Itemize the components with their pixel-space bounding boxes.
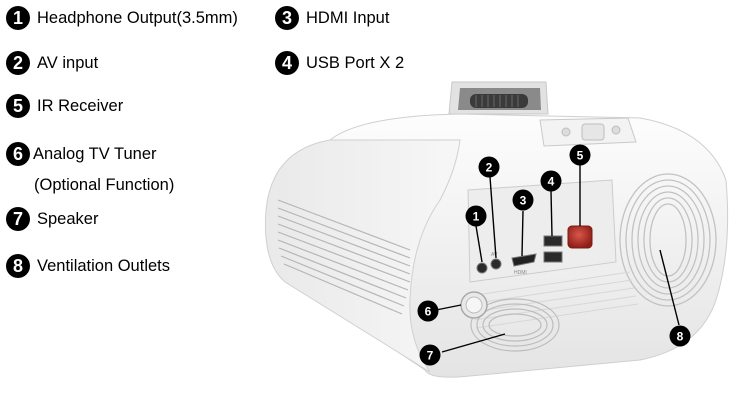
legend-label: HDMI Input bbox=[306, 9, 390, 27]
legend-item-tv-tuner: 6 Analog TV Tuner bbox=[6, 142, 157, 166]
legend-label: Speaker bbox=[37, 210, 99, 228]
speaker-grille bbox=[470, 298, 560, 352]
callout-2: 2 bbox=[478, 156, 500, 178]
number-badge: 8 bbox=[6, 254, 30, 278]
lens-housing bbox=[448, 81, 549, 115]
number-badge: 7 bbox=[6, 207, 30, 231]
number-badge: 5 bbox=[6, 94, 30, 118]
callout-number: 8 bbox=[677, 330, 684, 344]
legend-item-usb: 4 USB Port X 2 bbox=[275, 51, 404, 75]
callout-1: 1 bbox=[465, 205, 487, 227]
hdmi-port bbox=[511, 253, 537, 267]
number-badge: 1 bbox=[6, 6, 30, 30]
number-badge: 2 bbox=[6, 51, 30, 75]
callout-number: 6 bbox=[425, 305, 432, 319]
headphone-jack bbox=[476, 262, 488, 274]
callout-5: 5 bbox=[569, 144, 591, 166]
number-badge: 3 bbox=[275, 6, 299, 30]
legend-label: USB Port X 2 bbox=[306, 54, 405, 72]
legend-label: Analog TV Tuner bbox=[33, 145, 157, 163]
ir-receiver-window bbox=[567, 225, 593, 249]
side-vents bbox=[277, 199, 411, 315]
usb-port bbox=[543, 235, 563, 247]
legend-item-hdmi: 3 HDMI Input bbox=[275, 6, 389, 30]
rear-vent-grille bbox=[619, 173, 717, 307]
number-badge: 6 bbox=[6, 142, 30, 166]
usb-port bbox=[543, 251, 563, 263]
legend-item-speaker: 7 Speaker bbox=[6, 207, 98, 231]
callout-lines bbox=[435, 165, 680, 353]
callout-number: 4 bbox=[548, 175, 555, 189]
callout-8: 8 bbox=[669, 325, 691, 347]
control-pad bbox=[539, 117, 637, 147]
callout-number: 5 bbox=[577, 149, 584, 163]
legend-label: IR Receiver bbox=[37, 97, 124, 115]
port-panel: AV HDMI bbox=[467, 179, 617, 283]
tv-tuner-knob bbox=[460, 291, 488, 319]
callout-3: 3 bbox=[512, 189, 534, 211]
legend-label: AV input bbox=[37, 54, 99, 72]
legend-label: Ventilation Outlets bbox=[37, 257, 170, 275]
av-port-label: AV bbox=[491, 252, 498, 258]
legend-item-ir: 5 IR Receiver bbox=[6, 94, 123, 118]
callout-number: 2 bbox=[486, 161, 493, 175]
hdmi-port-label: HDMI bbox=[514, 270, 527, 276]
callout-number: 1 bbox=[473, 210, 480, 224]
av-jack bbox=[490, 258, 502, 270]
legend-item-ventilation: 8 Ventilation Outlets bbox=[6, 254, 170, 278]
callout-6: 6 bbox=[417, 300, 439, 322]
legend-sublabel: (Optional Function) bbox=[34, 176, 175, 194]
callout-4: 4 bbox=[540, 170, 562, 192]
callout-number: 7 bbox=[427, 349, 434, 363]
legend-item-av: 2 AV input bbox=[6, 51, 98, 75]
callout-7: 7 bbox=[419, 344, 441, 366]
legend-item-headphone: 1 Headphone Output(3.5mm) bbox=[6, 6, 238, 30]
callout-number: 3 bbox=[520, 194, 527, 208]
number-badge: 4 bbox=[275, 51, 299, 75]
legend-label: Headphone Output(3.5mm) bbox=[37, 9, 238, 27]
